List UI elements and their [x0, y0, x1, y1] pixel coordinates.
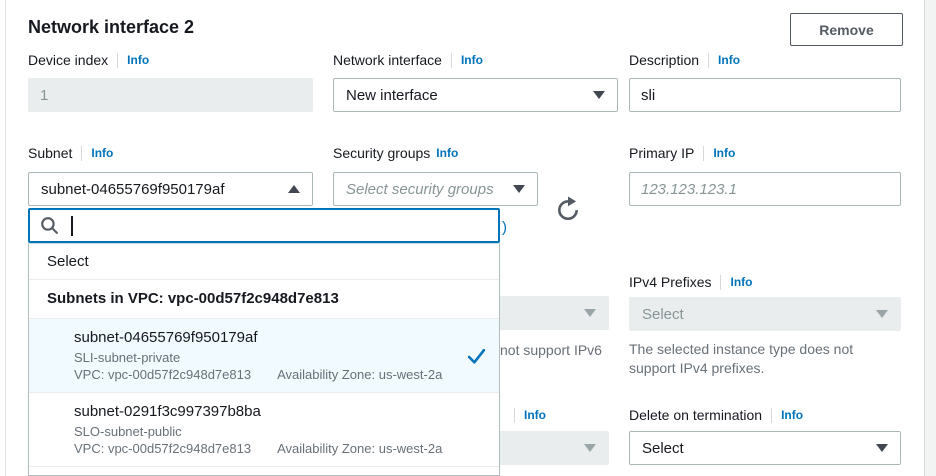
- subnet-label: Subnet: [28, 145, 73, 161]
- network-interface-info-link[interactable]: Info: [460, 53, 483, 67]
- network-interface-select-value: New interface: [346, 86, 438, 104]
- delete-on-termination-label: Delete on termination: [629, 407, 763, 423]
- network-interface-select[interactable]: New interface: [333, 78, 618, 112]
- remove-button[interactable]: Remove: [790, 13, 903, 46]
- subnet-option-name: SLI-subnet-private: [74, 350, 181, 365]
- delete-on-termination-label-row: Delete on termination Info: [629, 405, 803, 425]
- subnet-search-input[interactable]: [73, 210, 488, 241]
- label-divider: [720, 274, 722, 290]
- delete-on-termination-info-link[interactable]: Info: [781, 408, 804, 422]
- device-index-input: [28, 78, 313, 112]
- subnet-info-link[interactable]: Info: [91, 146, 114, 160]
- security-groups-label: Security groups: [333, 145, 431, 161]
- description-label: Description: [629, 52, 700, 68]
- security-groups-placeholder: Select security groups: [346, 180, 494, 198]
- ipv4-prefixes-select-value: Select: [642, 305, 684, 323]
- subnet-option-name: SLO-subnet-public: [74, 424, 182, 439]
- label-divider: [117, 52, 119, 68]
- subnet-option-vpc: VPC: vpc-00d57f2c948d7e813: [74, 367, 252, 382]
- triangle-down-icon: [876, 310, 888, 318]
- device-index-field-wrap: [28, 78, 313, 112]
- primary-ip-info-link[interactable]: Info: [713, 146, 736, 160]
- ipv4-prefixes-helper-text: The selected instance type does not supp…: [629, 341, 854, 376]
- primary-ip-label-row: Primary IP Info: [629, 143, 735, 163]
- description-field-wrap: [629, 78, 901, 112]
- primary-ip-label: Primary IP: [629, 145, 695, 161]
- subnet-option-none[interactable]: Select: [29, 244, 499, 280]
- device-index-label-row: Device index Info: [28, 50, 149, 70]
- delete-on-termination-select-value: Select: [642, 439, 684, 457]
- subnet-group-header: Subnets in VPC: vpc-00d57f2c948d7e813: [29, 280, 499, 319]
- triangle-down-icon: [584, 444, 596, 452]
- scrollbar-track[interactable]: [924, 0, 936, 476]
- subnet-dropdown-panel: Select Subnets in VPC: vpc-00d57f2c948d7…: [28, 243, 500, 476]
- network-interface-label-row: Network interface Info: [333, 50, 483, 70]
- description-input[interactable]: [629, 78, 901, 112]
- ipv4-prefixes-info-link[interactable]: Info: [730, 275, 753, 289]
- label-divider: [81, 145, 83, 161]
- subnet-select-value: subnet-04655769f950179af: [41, 180, 225, 198]
- ipv6-helper-fragment: not support IPv6: [500, 342, 602, 358]
- security-groups-label-row: Security groups Info: [333, 143, 458, 163]
- subnet-option-meta: VPC: vpc-00d57f2c948d7e813 Availability Z…: [74, 366, 459, 383]
- refresh-button[interactable]: [555, 196, 581, 222]
- triangle-down-icon: [584, 309, 596, 317]
- subnet-option-vpc: VPC: vpc-00d57f2c948d7e813: [74, 441, 252, 456]
- triangle-up-icon: [288, 185, 300, 193]
- label-divider: [771, 407, 773, 423]
- primary-ip-input[interactable]: [629, 172, 901, 206]
- triangle-down-icon: [876, 444, 888, 452]
- obscured-field-label-row: Info: [505, 405, 546, 425]
- subnet-option-selected[interactable]: subnet-04655769f950179af SLI-subnet-priv…: [29, 319, 499, 393]
- ipv4-prefixes-label-row: IPv4 Prefixes Info: [629, 272, 752, 292]
- refresh-icon: [558, 196, 578, 221]
- label-divider: [450, 52, 452, 68]
- subnet-select-trigger[interactable]: subnet-04655769f950179af: [28, 172, 313, 206]
- subnet-search-box[interactable]: [28, 208, 500, 243]
- subnet-option-id: subnet-0291f3c997397b8ba: [74, 403, 261, 420]
- label-divider: [703, 145, 705, 161]
- security-groups-select[interactable]: Select security groups: [333, 172, 538, 206]
- subnet-option-az: Availability Zone: us-west-2a: [277, 441, 443, 456]
- magnifier-icon: [41, 217, 58, 234]
- device-index-label: Device index: [28, 52, 109, 68]
- primary-ip-field-wrap: [629, 172, 901, 206]
- description-label-row: Description Info: [629, 50, 740, 70]
- subnet-option-az: Availability Zone: us-west-2a: [277, 367, 443, 382]
- checkmark-icon: [467, 348, 486, 364]
- network-interface-label: Network interface: [333, 52, 442, 68]
- subnet-option[interactable]: subnet-0291f3c997397b8ba SLO-subnet-publ…: [29, 393, 499, 467]
- obscured-link-fragment[interactable]: ): [502, 219, 507, 236]
- label-divider: [514, 407, 515, 423]
- label-divider: [708, 52, 710, 68]
- device-index-info-link[interactable]: Info: [127, 53, 150, 67]
- text-cursor: [71, 215, 73, 236]
- obscured-info-link[interactable]: Info: [524, 408, 546, 422]
- section-title: Network interface 2: [28, 17, 195, 37]
- card-left-border: [5, 0, 6, 476]
- delete-on-termination-select[interactable]: Select: [629, 431, 901, 465]
- ipv4-prefixes-label: IPv4 Prefixes: [629, 274, 712, 290]
- subnet-label-row: Subnet Info: [28, 143, 113, 163]
- triangle-down-icon: [513, 185, 525, 193]
- triangle-down-icon: [593, 91, 605, 99]
- subnet-option-id: subnet-04655769f950179af: [74, 329, 258, 346]
- security-groups-info-link[interactable]: Info: [436, 146, 459, 160]
- description-info-link[interactable]: Info: [718, 53, 741, 67]
- subnet-option-meta: VPC: vpc-00d57f2c948d7e813 Availability Z…: [74, 440, 459, 457]
- ipv4-prefixes-select-disabled: Select: [629, 297, 901, 331]
